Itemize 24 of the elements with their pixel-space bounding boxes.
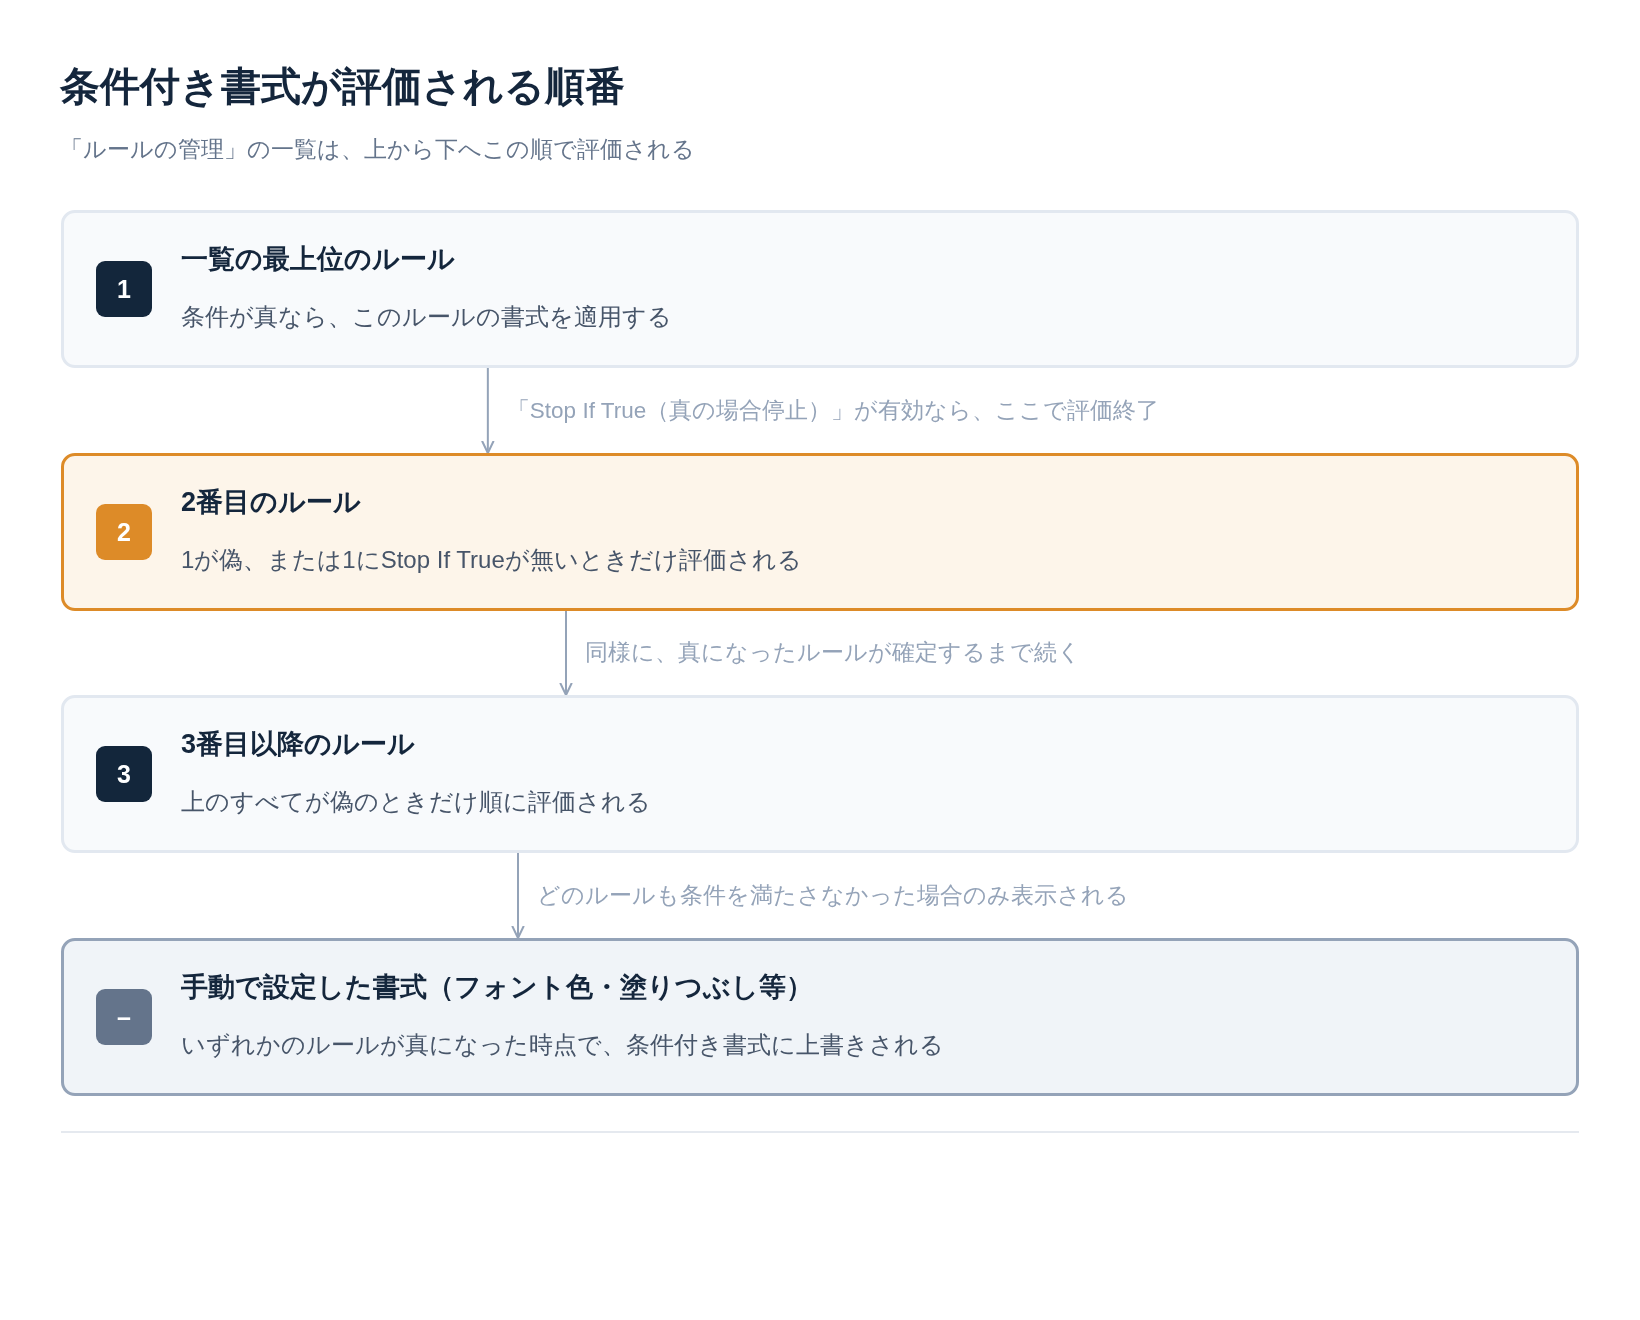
arrow xyxy=(481,367,495,454)
rule-heading: 3番目以降のルール xyxy=(181,728,416,760)
rule-heading: 手動で設定した書式（フォント色・塗りつぶし等） xyxy=(181,971,813,1003)
arrow xyxy=(511,852,525,939)
rule-card xyxy=(61,695,1579,853)
rule-card xyxy=(61,938,1579,1096)
arrow xyxy=(559,610,573,696)
number-badge: 1 xyxy=(96,261,152,317)
subtitle: 「ルールの管理」の一覧は、上から下へこの順で評価される xyxy=(60,136,695,164)
rule-heading: 2番目のルール xyxy=(181,486,362,518)
rule-heading: 一覧の最上位のルール xyxy=(181,243,455,275)
edge-label: どのルールも条件を満たさなかった場合のみ表示される xyxy=(537,881,1129,910)
rule-description: いずれかのルールが真になった時点で、条件付き書式に上書きされる xyxy=(181,1030,944,1059)
rule-description: 条件が真なら、このルールの書式を適用する xyxy=(181,302,672,331)
rule-card xyxy=(61,453,1579,611)
edge-label: 同様に、真になったルールが確定するまで続く xyxy=(585,639,1081,667)
title: 条件付き書式が評価される順番 xyxy=(60,63,625,110)
rule-card xyxy=(61,210,1579,368)
edge-label: 「Stop If True（真の場合停止）」が有効なら、ここで評価終了 xyxy=(506,396,1160,425)
rule-description: 1が偽、または1にStop If Trueが無いときだけ評価される xyxy=(181,545,802,574)
number-badge: 3 xyxy=(96,746,152,802)
number-badge: – xyxy=(96,989,152,1045)
number-badge: 2 xyxy=(96,504,152,560)
rule-description: 上のすべてが偽のときだけ順に評価される xyxy=(181,787,651,816)
